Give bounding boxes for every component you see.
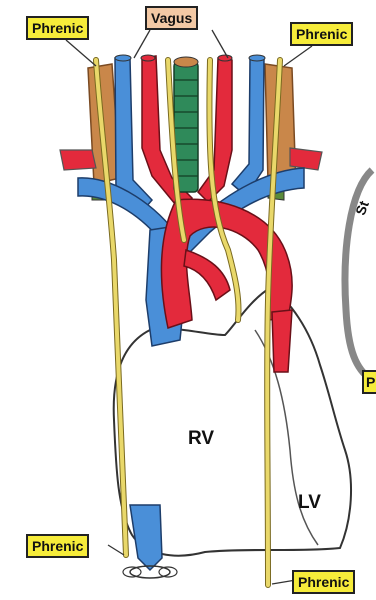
label-phrenic-bottom-left: Phrenic	[26, 534, 89, 558]
label-right-ventricle: RV	[188, 428, 214, 450]
label-phrenic-bottom-right: Phrenic	[292, 570, 355, 594]
label-partial-right: P	[362, 370, 376, 394]
label-vagus: Vagus	[145, 6, 198, 30]
label-phrenic-top-left: Phrenic	[26, 16, 89, 40]
label-left-ventricle: LV	[298, 492, 321, 514]
label-phrenic-top-right: Phrenic	[290, 22, 353, 46]
